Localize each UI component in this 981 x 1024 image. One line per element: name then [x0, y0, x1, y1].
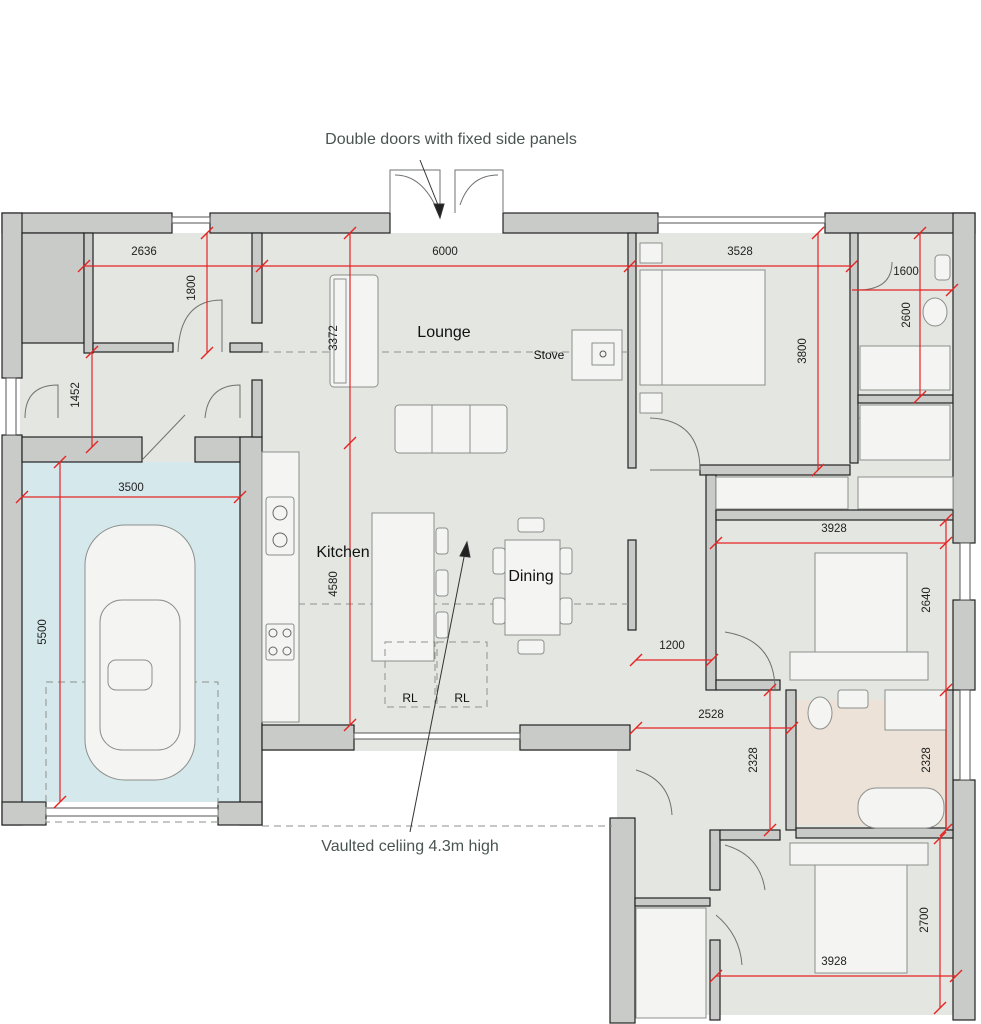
- dim-3372: 3372: [328, 325, 340, 351]
- room-label-lounge: Lounge: [417, 324, 470, 341]
- dim-1600: 1600: [893, 266, 919, 278]
- dimension-labels: 2636 1800 6000 3372 3528 3800 1600 2600 …: [37, 246, 933, 968]
- stove-label: Stove: [534, 348, 565, 362]
- car-icon: [84, 524, 196, 781]
- rl-label-2: RL: [454, 691, 470, 705]
- dim-6000: 6000: [432, 246, 458, 258]
- dim-2600: 2600: [901, 302, 913, 328]
- dim-5500: 5500: [37, 619, 49, 645]
- furniture: [84, 242, 954, 1019]
- dim-4580: 4580: [328, 571, 340, 597]
- room-label-kitchen: Kitchen: [316, 544, 369, 561]
- double-doors-note: Double doors with fixed side panels: [325, 131, 577, 148]
- rl-label-1: RL: [402, 691, 418, 705]
- dim-2700: 2700: [919, 907, 931, 933]
- double-doors: [389, 169, 504, 213]
- annotation-arrows: [409, 159, 471, 833]
- room-label-dining: Dining: [508, 568, 553, 585]
- dim-3528: 3528: [727, 246, 753, 258]
- dimension-lines: [15, 226, 963, 1015]
- vaulted-ceiling-note: Vaulted celiing 4.3m high: [321, 838, 499, 855]
- dim-2640: 2640: [921, 587, 933, 613]
- dim-3928-top: 3928: [821, 523, 847, 535]
- internal-doors: [24, 261, 906, 966]
- dim-3500: 3500: [118, 482, 144, 494]
- dim-2528: 2528: [698, 709, 724, 721]
- dim-3800: 3800: [797, 338, 809, 364]
- dim-1200: 1200: [659, 640, 685, 652]
- hob-icon: [265, 623, 295, 661]
- dim-1452: 1452: [70, 382, 82, 408]
- dim-3928-bottom: 3928: [821, 956, 847, 968]
- dim-2636: 2636: [131, 246, 157, 258]
- dim-1800: 1800: [186, 275, 198, 301]
- dim-2328-left: 2328: [748, 747, 760, 773]
- walls: [1, 212, 976, 1024]
- dim-2328-right: 2328: [921, 747, 933, 773]
- windows: [5, 216, 971, 817]
